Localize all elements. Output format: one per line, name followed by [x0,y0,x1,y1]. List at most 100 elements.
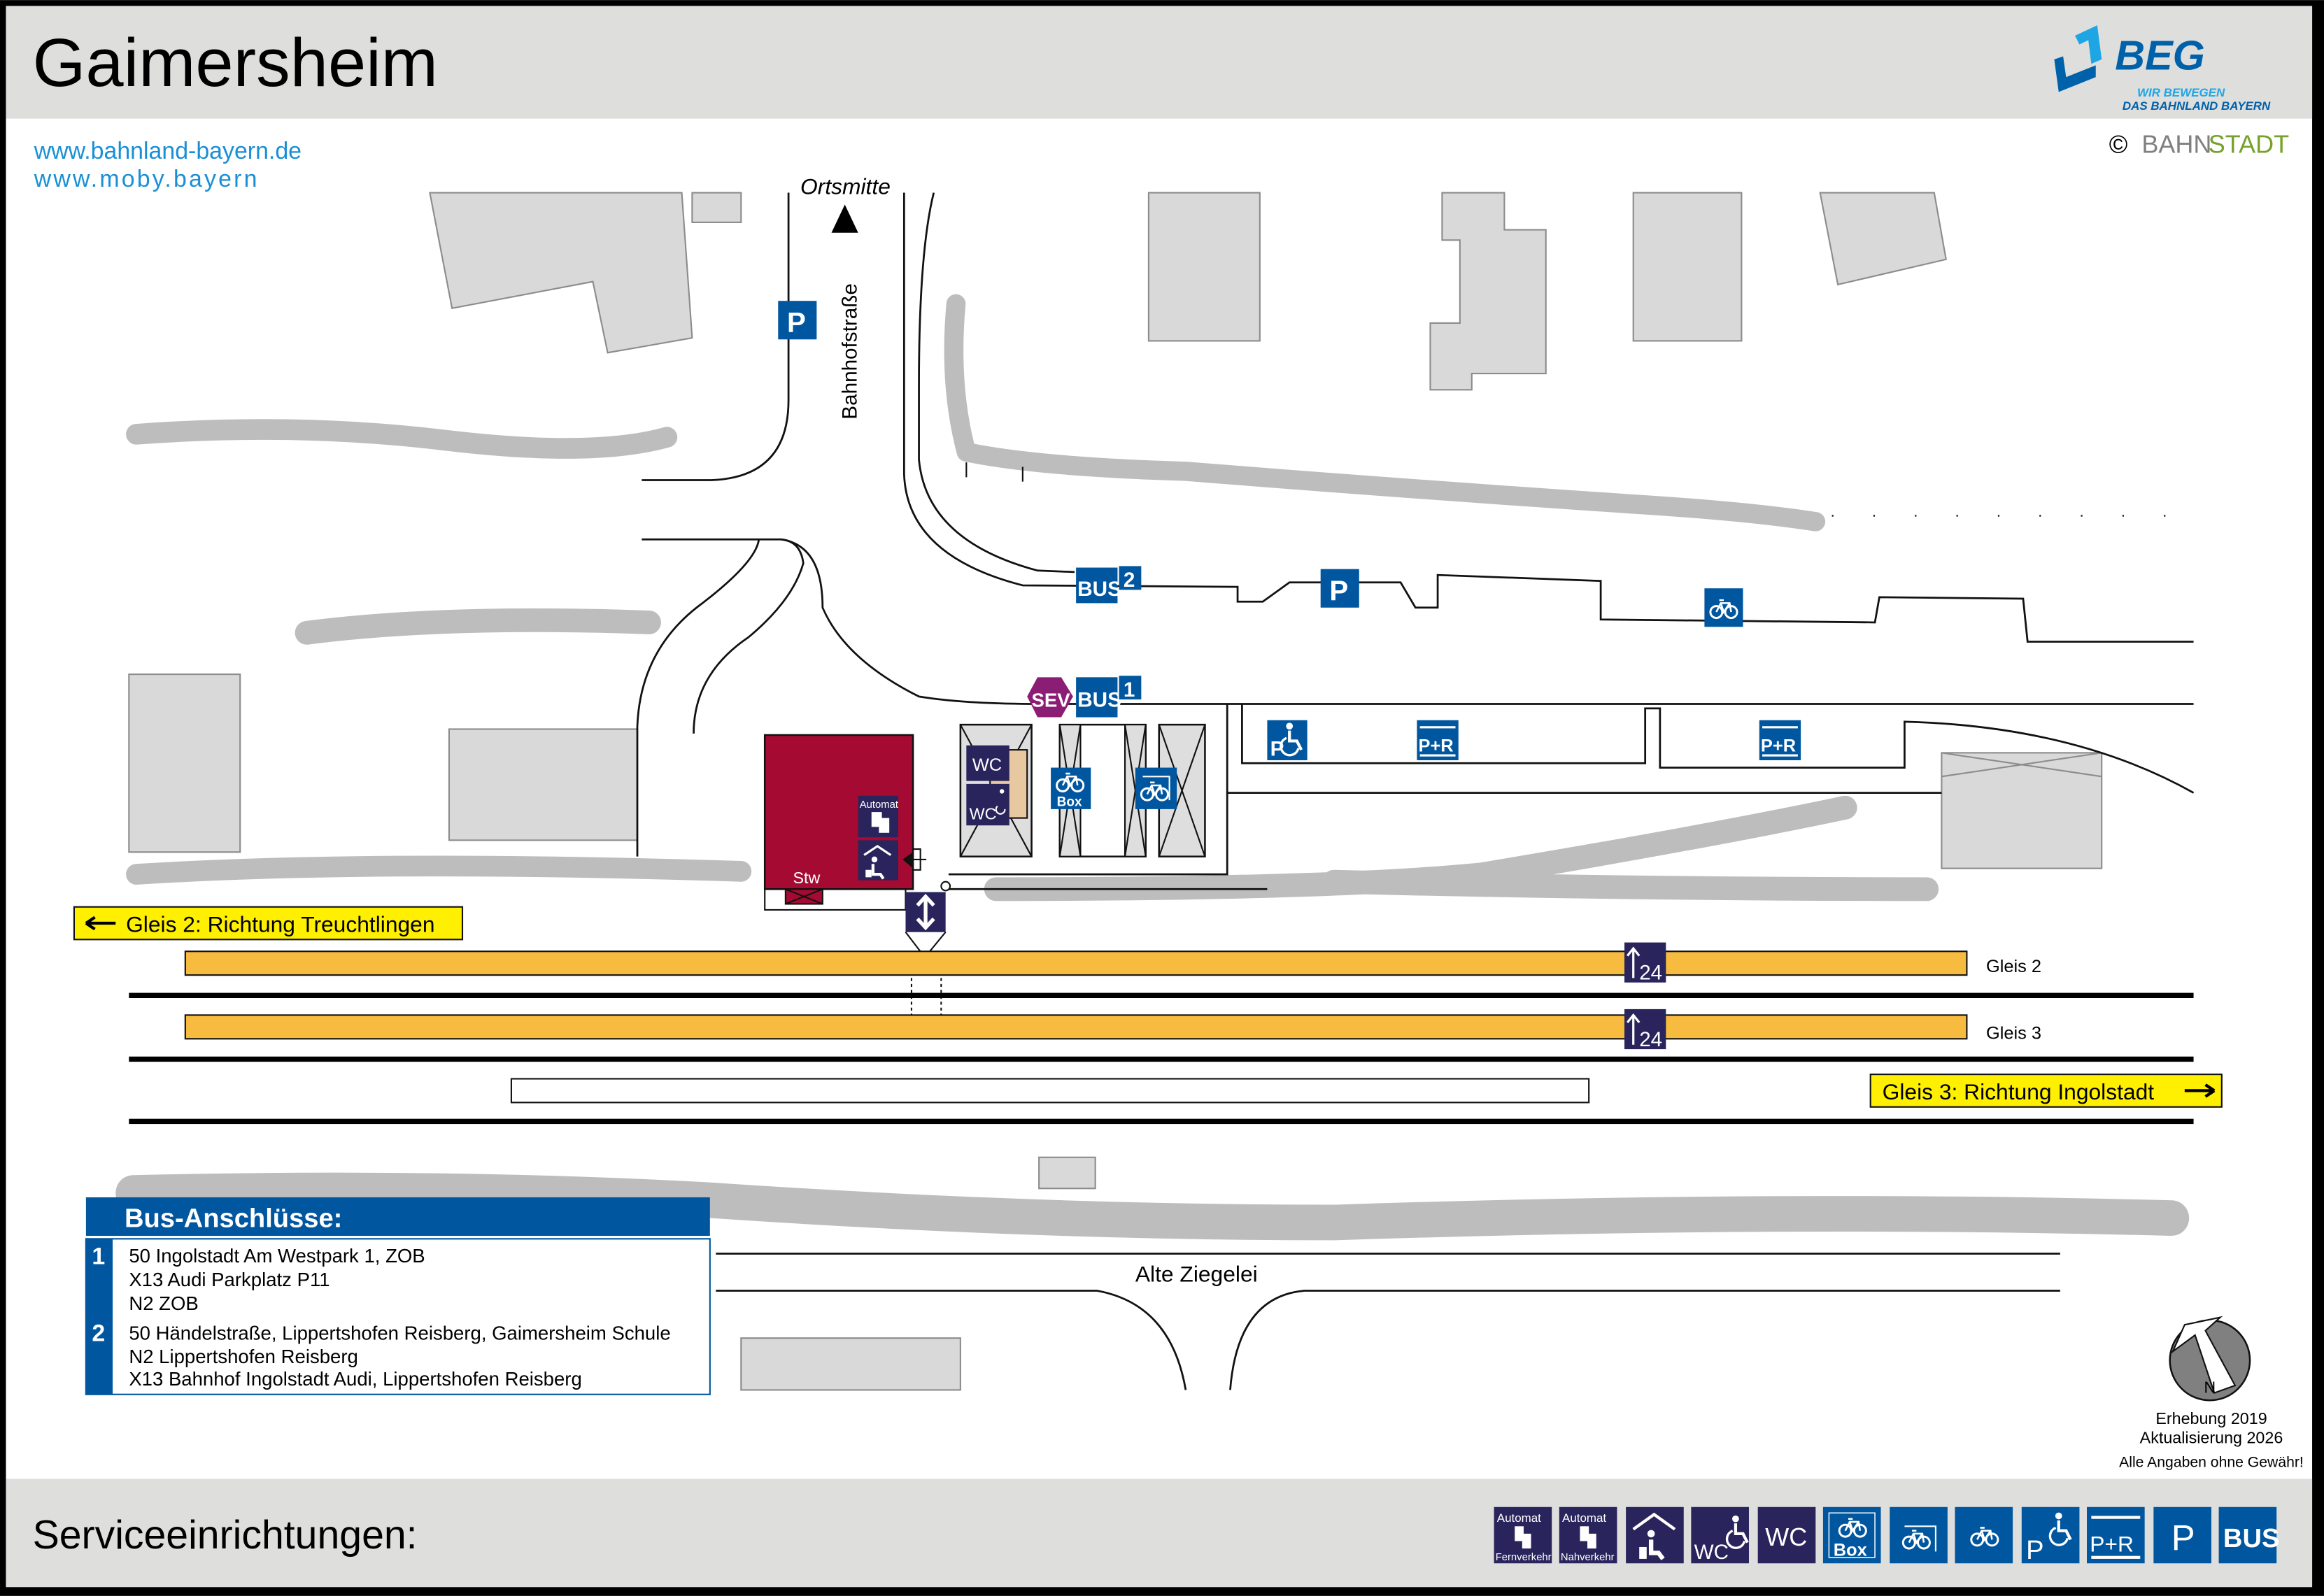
park-and-ride-sign-2-part[interactable]: P+R [1761,736,1796,755]
buildings-part [1941,752,2103,869]
waiting-room-icon-part [871,864,885,880]
automat-nahverkehr-icon-part [1580,1526,1589,1541]
bike-box-sign: Box [1051,767,1091,810]
waiting-room-icon-part [1639,1546,1647,1559]
roads-part [642,538,2194,705]
sev-sign-part[interactable] [1027,677,1073,718]
services-title: Serviceeinrichtungen: [33,1513,418,1558]
north-direction-arrow-icon [831,204,858,233]
tracks-part [129,992,2194,999]
platform-height-sign-gleis-3: 24 [1624,1009,1666,1051]
bike-parking-sign-part[interactable] [1704,588,1743,627]
bahnstadt-copyright: © BAHN STADT [2109,129,2289,158]
bus-stop-2-sign-part[interactable] [1119,566,1142,590]
wc-sign-part: WC [972,755,1002,775]
park-and-ride-sign-2-part[interactable] [1762,726,1798,729]
park-and-ride-icon-part [2091,1516,2141,1519]
station-building-part [913,848,927,871]
wc-icon: WC [1757,1506,1816,1564]
bus-stop-2-sign-part[interactable]: 2 [1124,569,1135,592]
trees-part [126,855,752,885]
sev-sign-part[interactable]: SEV [1032,690,1071,711]
park-and-ride-icon: P+R [2087,1506,2145,1564]
bus-stop-1-sign-part[interactable]: 1 [1124,678,1135,701]
direction-gleis-2-part [85,915,116,931]
platform-gleis-3 [184,1014,1968,1040]
parking-icon-part [2153,1506,2211,1564]
bahnstadt-copyright-part: STADT [2209,129,2289,158]
bus-stop-2-sign-part[interactable] [1076,567,1118,604]
link-moby-bayern[interactable]: www.moby.bayern [34,166,260,192]
park-and-ride-sign-2[interactable]: P+R [1759,720,1801,760]
underpass-access-part[interactable] [916,893,935,931]
service-buildings-part [1158,724,1206,857]
automat-nahverkehr-icon-part: Automat [1562,1511,1606,1525]
bus-connections-panel-part: 50 Ingolstadt Am Westpark 1, ZOB [129,1245,425,1267]
accessible-parking-sign[interactable]: P [1267,720,1308,761]
bus-connections-panel-part: 50 Händelstraße, Lippertshofen Reisberg,… [129,1322,670,1344]
park-and-ride-sign-1-part[interactable] [1419,726,1456,729]
entrance-arrow-icon [902,852,914,869]
direction-gleis-3-part: Gleis 3: Richtung Ingolstadt [1883,1079,2155,1104]
bus-connections-panel-part [85,1197,710,1237]
bus-connections-panel: Bus-Anschlüsse: 1 50 Ingolstadt Am Westp… [85,1197,711,1395]
buildings-part [1038,1156,1096,1190]
underpass-access[interactable] [905,892,947,1017]
parking-sign-2-part[interactable] [1320,569,1359,608]
automat-nahverkehr-icon-part: Nahverkehr [1561,1552,1615,1563]
waiting-room-icon-part [865,869,872,878]
link-bahnland-bayern-part[interactable]: www.bahnland-bayern.de [34,138,302,164]
park-and-ride-sign-1-part[interactable]: P+R [1419,736,1454,755]
covered-bike-parking-icon [1890,1506,1948,1564]
bus-connections-title: Bus-Anschlüsse: [125,1203,342,1233]
parking-sign[interactable]: P [778,301,817,340]
buildings-part [429,192,693,354]
park-and-ride-sign-1-part[interactable] [1419,754,1456,757]
link-bahnland-bayern[interactable]: www.bahnland-bayern.de [34,138,302,164]
roads-part [693,538,805,734]
bus-connections-panel-part: N2 ZOB [129,1292,198,1314]
parking-icon-part: P [2171,1518,2195,1558]
bike-box-icon-part [1822,1506,1881,1564]
trees-part [126,419,678,459]
wc-sign-part [966,745,1009,781]
parking-sign-2-part[interactable]: P [1329,575,1348,606]
bike-box-icon-part [1828,1512,1876,1558]
link-moby-bayern-part[interactable]: www.moby.bayern [34,166,260,192]
gleis-2-label: Gleis 2 [1986,957,2041,976]
wc-sign: WC [966,745,1009,781]
park-and-ride-sign-2-part[interactable] [1762,754,1798,757]
gleis-3-label: Gleis 3 [1986,1023,2041,1043]
buildings-part [448,728,639,841]
sev-sign[interactable]: SEV [1027,677,1073,718]
parking-sign-part[interactable] [778,301,817,340]
accessible-wc-icon: WC [1691,1506,1749,1564]
roads-part [642,192,790,481]
beg-logo-part: BEG [2115,32,2205,79]
bike-box-icon: Box [1822,1506,1881,1564]
ticket-machine-icon-part [879,818,890,833]
bus-connections-panel-part: 2 [92,1320,105,1346]
platform-height-sign-gleis-3-part [1627,1013,1641,1045]
bahnstadt-copyright-part: © [2109,129,2128,158]
trees-part [944,294,1826,532]
ticket-machine-icon-part: Automat [860,799,899,811]
park-and-ride-sign-1[interactable]: P+R [1417,720,1459,760]
parking-sign-part[interactable]: P [787,307,806,339]
bus-connections-panel-part: N2 Lippertshofen Reisberg [129,1346,358,1367]
update-date: Aktualisierung 2026 [2140,1429,2283,1447]
tracks-part [129,1056,2194,1062]
bus-stop-1-sign-part[interactable] [1119,676,1142,700]
bike-parking-sign[interactable] [1704,588,1743,627]
bike-box-sign-part: Box [1057,795,1082,810]
roads-part [716,1253,2060,1390]
parking-sign-2[interactable]: P [1320,569,1359,608]
bus-stop-2-sign-part[interactable]: BUS [1077,578,1121,601]
station-building-part [940,881,951,892]
bus-stop-1-sign-part[interactable]: BUS [1077,689,1121,712]
bus-stop-1-sign-part[interactable] [1076,677,1118,718]
automat-fernverkehr-icon-part: Fernverkehr [1496,1552,1552,1563]
trees-part [295,608,661,645]
